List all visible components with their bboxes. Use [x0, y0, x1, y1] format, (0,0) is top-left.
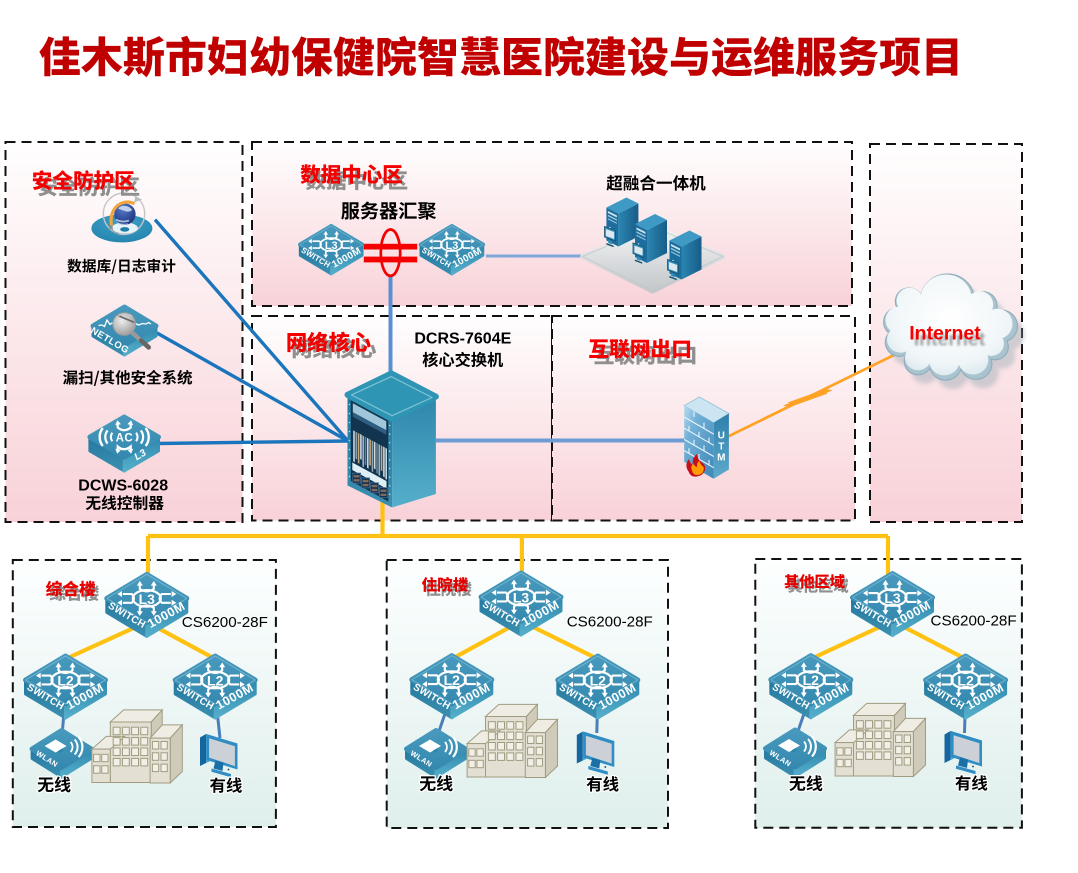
- svg-text:L2: L2: [957, 673, 974, 689]
- svg-text:AC: AC: [116, 432, 134, 444]
- svg-text:M: M: [717, 453, 725, 464]
- svg-text:DCWS-6028: DCWS-6028: [78, 478, 168, 495]
- svg-text:Internet: Internet: [914, 329, 986, 351]
- svg-text:L2: L2: [444, 672, 461, 688]
- svg-text:Internet: Internet: [909, 323, 981, 345]
- svg-text:CS6200-28F: CS6200-28F: [567, 613, 653, 630]
- svg-text:T: T: [718, 441, 724, 452]
- svg-text:L3: L3: [884, 590, 901, 606]
- svg-text:CS6200-28F: CS6200-28F: [182, 614, 268, 631]
- svg-text:L2: L2: [57, 673, 74, 689]
- svg-text:L2: L2: [590, 673, 607, 689]
- svg-text:L2: L2: [207, 673, 224, 689]
- svg-text:L3: L3: [513, 590, 530, 606]
- svg-text:DCRS-7604E: DCRS-7604E: [414, 330, 511, 347]
- svg-text:L3: L3: [139, 591, 156, 607]
- svg-text:L3: L3: [325, 240, 338, 252]
- svg-text:CS6200-28F: CS6200-28F: [931, 612, 1017, 629]
- svg-text:U: U: [718, 431, 725, 442]
- svg-text:L2: L2: [803, 672, 820, 688]
- svg-text:L3: L3: [133, 447, 149, 463]
- svg-text:L3: L3: [446, 240, 459, 252]
